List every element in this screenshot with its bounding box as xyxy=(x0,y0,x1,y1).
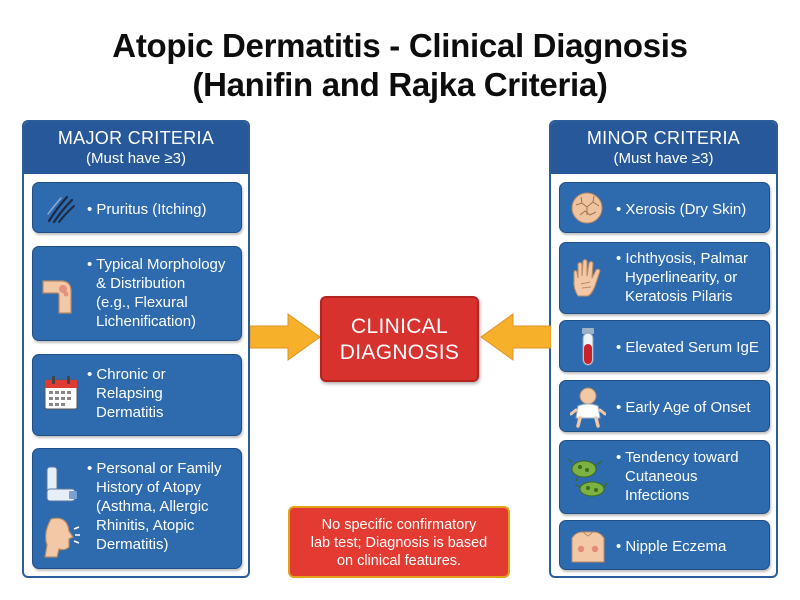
clinical-diagnosis-box: CLINICAL DIAGNOSIS xyxy=(320,296,479,382)
arrow-right-icon xyxy=(250,313,321,361)
arrow-left-icon xyxy=(480,313,551,361)
minor-item-line: • Elevated Serum IgE xyxy=(616,339,759,356)
major-item-line: • Chronic or xyxy=(87,366,166,383)
scratch-icon xyxy=(47,195,75,224)
note-line: No specific confirmatory xyxy=(321,517,477,533)
minor-item-line: Hyperlinearity, or xyxy=(625,269,738,286)
major-criteria-header: MAJOR CRITERIA (Must have ≥3) xyxy=(24,122,248,174)
major-item-line: Rhinitis, Atopic xyxy=(96,517,195,534)
minor-criteria-panel: MINOR CRITERIA (Must have ≥3) • Xerosis … xyxy=(549,120,778,578)
note-line: on clinical features. xyxy=(336,553,462,569)
blood-tube-icon xyxy=(582,328,594,366)
inhaler-icon xyxy=(46,466,77,502)
bacteria-icon xyxy=(568,458,608,497)
major-item-line: Relapsing xyxy=(96,385,163,402)
minor-item-ichthyosis: • Ichthyosis, Palmar Hyperlinearity, or … xyxy=(559,242,770,314)
major-item-morphology: • Typical Morphology & Distribution (e.g… xyxy=(32,246,242,341)
minor-criteria-header: MINOR CRITERIA (Must have ≥3) xyxy=(551,122,776,174)
major-item-line: Dermatitis xyxy=(96,404,164,421)
minor-item-early-onset: • Early Age of Onset xyxy=(559,380,770,432)
major-criteria-subheading: (Must have ≥3) xyxy=(86,150,186,167)
minor-item-line: • Ichthyosis, Palmar xyxy=(616,250,748,267)
minor-item-infections: • Tendency toward Cutaneous Infections xyxy=(559,440,770,514)
minor-criteria-subheading: (Must have ≥3) xyxy=(613,150,714,167)
coughing-face-icon xyxy=(44,517,80,558)
major-item-line: • Typical Morphology xyxy=(87,256,226,273)
minor-item-line: • Tendency toward xyxy=(616,449,739,466)
major-item-line: & Distribution xyxy=(96,275,186,292)
major-item-line: History of Atopy xyxy=(96,479,202,496)
minor-item-line: Cutaneous xyxy=(625,468,698,485)
major-item-line: Lichenification) xyxy=(96,313,197,330)
minor-criteria-heading: MINOR CRITERIA xyxy=(586,128,741,148)
note-line: lab test; Diagnosis is based xyxy=(310,535,488,551)
minor-item-line: • Early Age of Onset xyxy=(616,399,751,416)
major-item-line: (Asthma, Allergic xyxy=(96,498,209,515)
calendar-icon xyxy=(44,376,78,410)
major-item-pruritus: • Pruritus (Itching) xyxy=(32,182,242,233)
major-item-line: • Pruritus (Itching) xyxy=(87,201,207,218)
major-criteria-heading: MAJOR CRITERIA xyxy=(57,128,215,148)
chest-icon xyxy=(571,531,605,563)
minor-item-xerosis: • Xerosis (Dry Skin) xyxy=(559,182,770,233)
minor-item-ige: • Elevated Serum IgE xyxy=(559,320,770,372)
hand-icon xyxy=(573,258,601,297)
major-criteria-panel: MAJOR CRITERIA (Must have ≥3) • Pruritus… xyxy=(22,120,250,578)
major-item-atopy-history: • Personal or Family History of Atopy (A… xyxy=(32,448,242,569)
minor-item-line: Infections xyxy=(625,487,690,504)
diagnosis-note: No specific confirmatory lab test; Diagn… xyxy=(288,506,510,578)
minor-item-nipple-eczema: • Nipple Eczema xyxy=(559,520,770,570)
major-item-chronic: • Chronic or Relapsing Dermatitis xyxy=(32,354,242,436)
baby-icon xyxy=(570,387,606,428)
major-item-line: Dermatitis) xyxy=(96,536,169,553)
diagnosis-line: DIAGNOSIS xyxy=(339,341,460,364)
minor-item-line: • Nipple Eczema xyxy=(616,538,727,555)
minor-item-line: • Xerosis (Dry Skin) xyxy=(616,201,747,218)
diagnosis-line: CLINICAL xyxy=(351,315,448,338)
page-title: Atopic Dermatitis - Clinical Diagnosis (… xyxy=(0,26,800,104)
minor-item-line: Keratosis Pilaris xyxy=(625,288,733,305)
major-item-line: • Personal or Family xyxy=(87,460,222,477)
title-line-2: (Hanifin and Rajka Criteria) xyxy=(192,66,608,103)
title-line-1: Atopic Dermatitis - Clinical Diagnosis xyxy=(112,27,688,64)
major-item-line: (e.g., Flexural xyxy=(96,294,188,311)
dry-skin-icon xyxy=(571,192,603,224)
elbow-icon xyxy=(42,280,72,314)
